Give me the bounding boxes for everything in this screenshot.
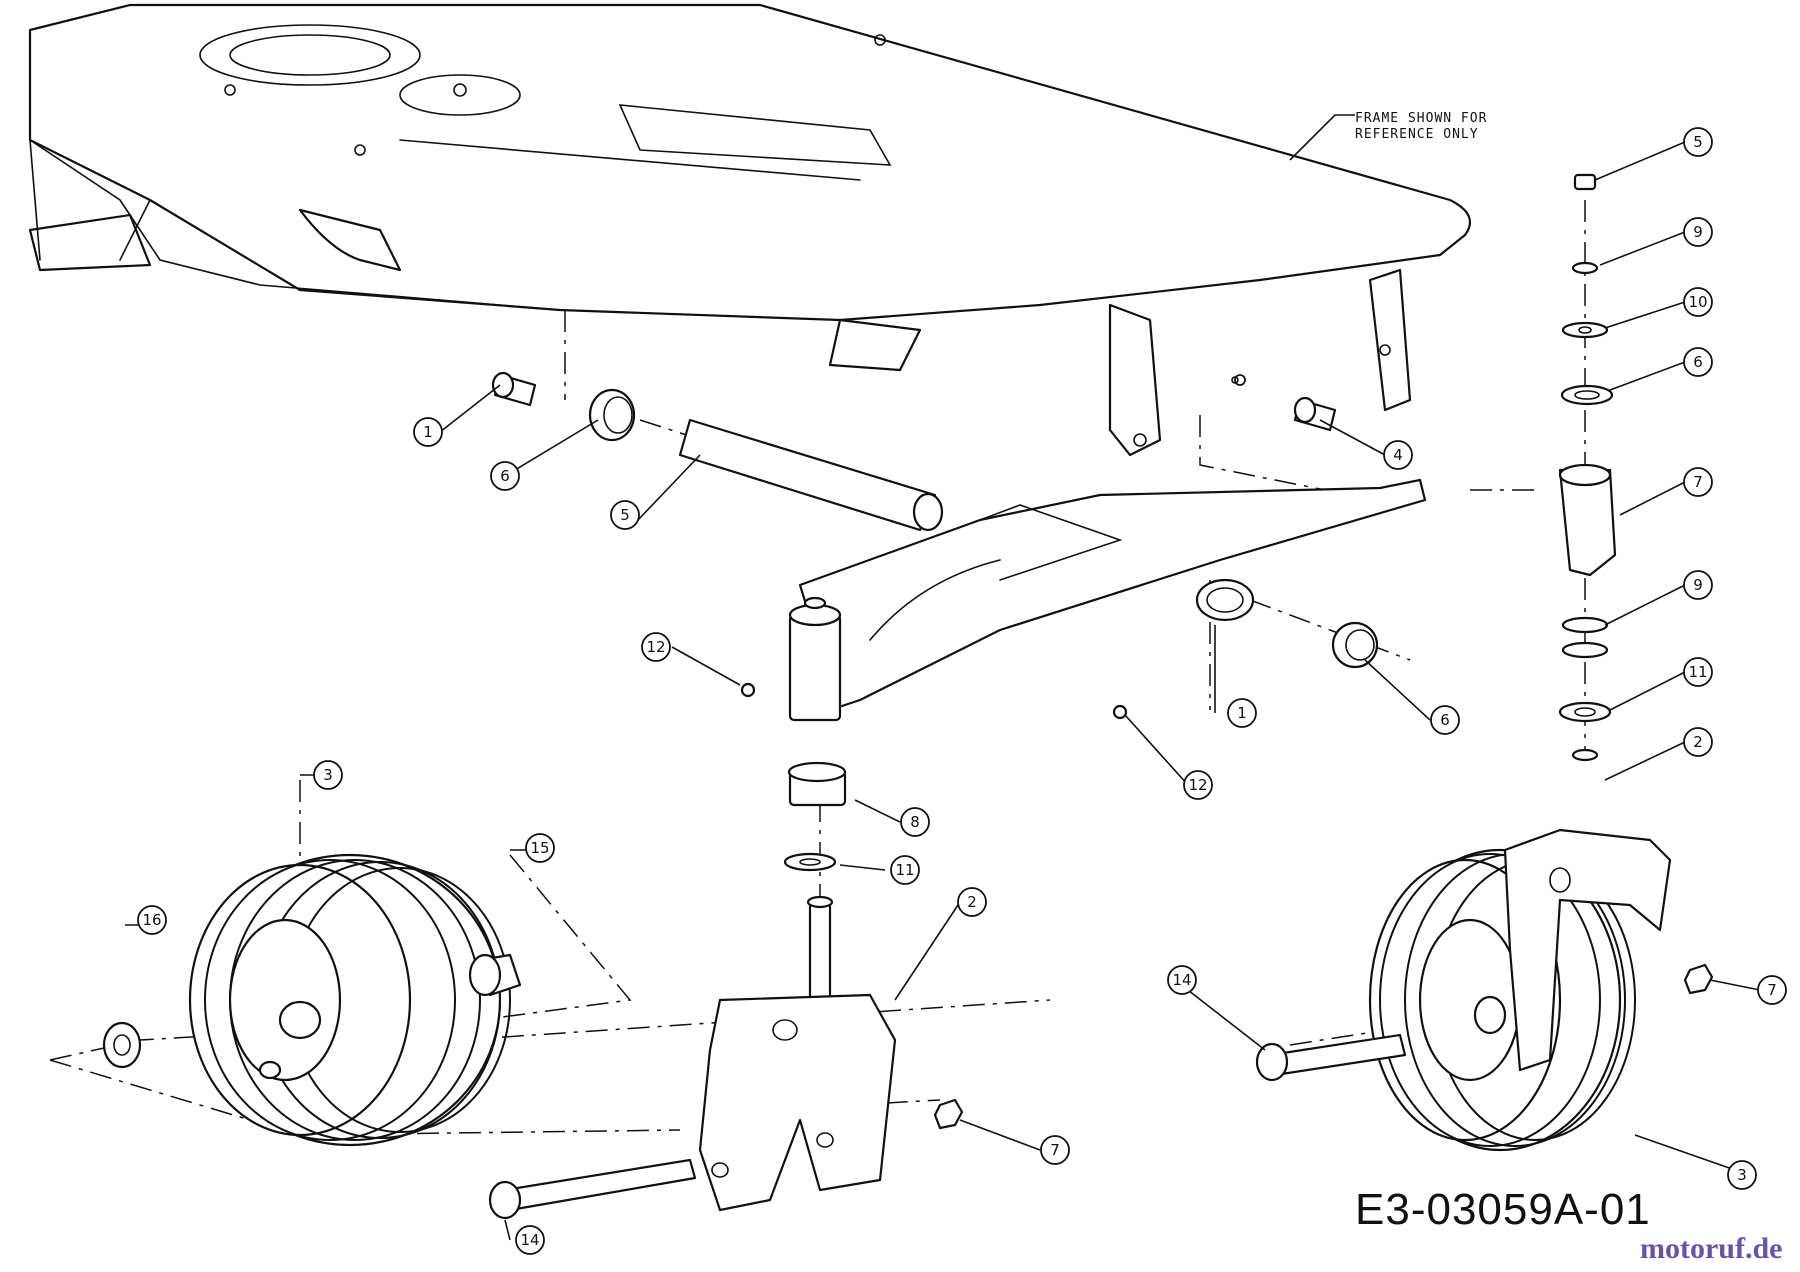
svg-text:14: 14 [520, 1231, 539, 1249]
callout-leaders [125, 141, 1761, 1241]
watermark-logo: motoruf.de [1640, 1232, 1782, 1266]
wheel-bushing-left [102, 1021, 142, 1069]
callout-7-mid: 7 [1040, 1135, 1070, 1165]
watermark-text: motoruf.de [1640, 1232, 1783, 1265]
callout-5-top: 5 [1683, 127, 1713, 157]
svg-text:7: 7 [1693, 473, 1703, 491]
callout-6-top: 6 [1683, 347, 1713, 377]
wheel-spacer-left [468, 953, 522, 997]
callout-5-left: 5 [610, 500, 640, 530]
svg-text:2: 2 [967, 893, 977, 911]
callout-2-right: 2 [1683, 727, 1713, 757]
callout-3-right: 3 [1727, 1160, 1757, 1190]
callout-7-right: 7 [1683, 467, 1713, 497]
svg-text:3: 3 [1737, 1166, 1747, 1184]
svg-text:16: 16 [142, 911, 161, 929]
svg-text:2: 2 [1693, 733, 1703, 751]
caster-fork-right [1503, 828, 1672, 1072]
callout-3-left: 3 [313, 760, 343, 790]
svg-text:8: 8 [910, 813, 920, 831]
svg-text:3: 3 [323, 766, 333, 784]
svg-text:4: 4 [1393, 446, 1403, 464]
wheel-left [188, 853, 511, 1147]
callout-14-right: 14 [1167, 965, 1197, 995]
svg-text:5: 5 [620, 506, 630, 524]
svg-text:1: 1 [1237, 704, 1247, 722]
callout-7-wheel: 7 [1757, 975, 1787, 1005]
callout-11-mid: 11 [890, 855, 920, 885]
svg-text:11: 11 [895, 861, 914, 879]
svg-text:14: 14 [1172, 971, 1191, 989]
axle-bolt-left [488, 1158, 697, 1220]
callout-16: 16 [137, 905, 167, 935]
frame-reference-note: FRAME SHOWN FOR REFERENCE ONLY [1289, 111, 1487, 161]
callout-6-left: 6 [490, 461, 520, 491]
callout-1-left: 1 [413, 417, 443, 447]
spindle-stack-right [1558, 173, 1614, 762]
diagram-code: E3-03059A-01 [1355, 1185, 1651, 1234]
pin-left [491, 371, 537, 407]
pin-right [1234, 374, 1337, 432]
callout-15: 15 [525, 833, 555, 863]
svg-text:5: 5 [1693, 133, 1703, 151]
callout-11-right: 11 [1683, 657, 1713, 687]
callout-4: 4 [1383, 440, 1413, 470]
lock-nut-right [1683, 963, 1714, 995]
callout-12-bottom: 12 [1183, 770, 1213, 800]
washer-mid [783, 852, 837, 872]
mower-frame [28, 3, 1472, 457]
frame-note-line-2: REFERENCE ONLY [1355, 127, 1479, 142]
svg-text:7: 7 [1767, 981, 1777, 999]
svg-text:6: 6 [1693, 353, 1703, 371]
svg-text:9: 9 [1693, 576, 1703, 594]
svg-text:9: 9 [1693, 223, 1703, 241]
svg-text:6: 6 [500, 467, 510, 485]
callout-8: 8 [900, 807, 930, 837]
bushing-low [787, 761, 847, 807]
svg-text:12: 12 [1188, 776, 1207, 794]
pivot-tube [678, 418, 944, 532]
svg-text:7: 7 [1050, 1141, 1060, 1159]
callout-10: 10 [1683, 287, 1713, 317]
callout-12-left: 12 [641, 632, 671, 662]
svg-text:12: 12 [646, 638, 665, 656]
svg-text:11: 11 [1688, 663, 1707, 681]
axle-bolt-right [1255, 1033, 1407, 1082]
svg-text:15: 15 [530, 839, 549, 857]
front-axle [798, 463, 1617, 712]
grease-fitting-axle [1112, 704, 1128, 720]
callout-6-mid: 6 [1430, 705, 1460, 735]
caster-fork-left [698, 895, 897, 1212]
callout-1-mid: 1 [1227, 698, 1257, 728]
callout-9-mid: 9 [1683, 570, 1713, 600]
callout-2-mid: 2 [957, 887, 987, 917]
svg-text:1: 1 [423, 423, 433, 441]
callout-9-top: 9 [1683, 217, 1713, 247]
svg-text:10: 10 [1688, 293, 1707, 311]
grease-fitting-left [740, 682, 756, 698]
svg-text:6: 6 [1440, 711, 1450, 729]
bushing-top-left [588, 388, 636, 442]
callout-14-bottom: 14 [515, 1225, 545, 1255]
spindle-housing-left [788, 596, 842, 722]
bushing-mid [1331, 621, 1379, 669]
lock-nut-mid [933, 1098, 964, 1130]
frame-note-line-1: FRAME SHOWN FOR [1355, 111, 1487, 126]
